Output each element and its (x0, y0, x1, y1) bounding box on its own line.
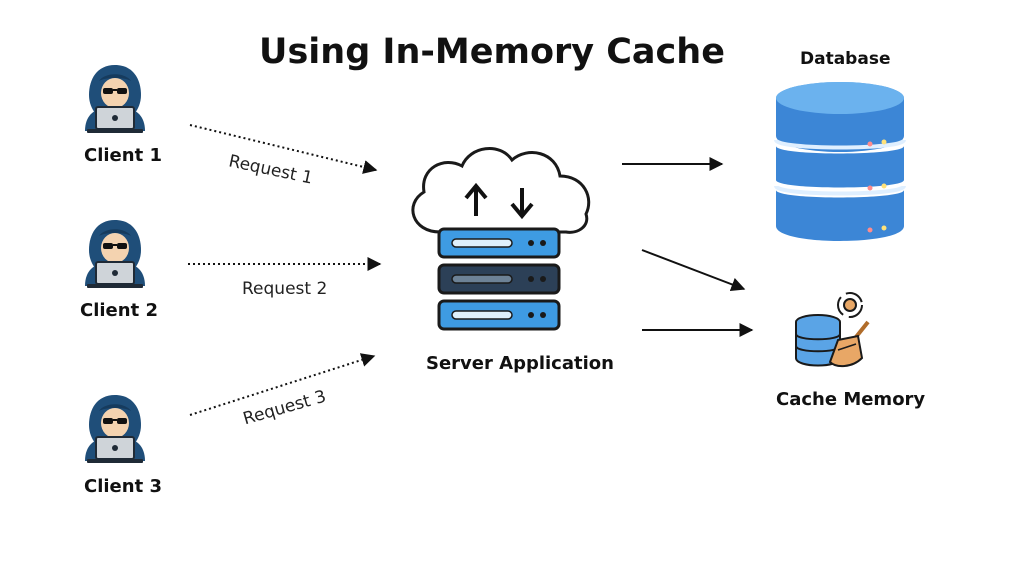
client-1-label: Client 1 (84, 145, 162, 166)
client-3-label: Client 3 (84, 476, 162, 497)
server-application-label: Server Application (426, 353, 614, 374)
database-icon (774, 82, 906, 241)
request-1-arrow (189, 124, 378, 174)
cache-memory-label: Cache Memory (776, 389, 926, 410)
cache-memory-icon (795, 292, 870, 368)
server-to-cache-diagonal-arrow (641, 249, 746, 292)
client-2-hacker-icon (84, 219, 146, 289)
cloud-server-icon (411, 147, 591, 331)
diagram-title: Using In-Memory Cache (259, 32, 725, 72)
client-1-hacker-icon (84, 64, 146, 134)
client-3-hacker-icon (84, 394, 146, 464)
request-2-label: Request 2 (242, 279, 328, 299)
database-label: Database (800, 49, 891, 69)
client-2-label: Client 2 (80, 300, 158, 321)
request-3-arrow (189, 353, 376, 416)
